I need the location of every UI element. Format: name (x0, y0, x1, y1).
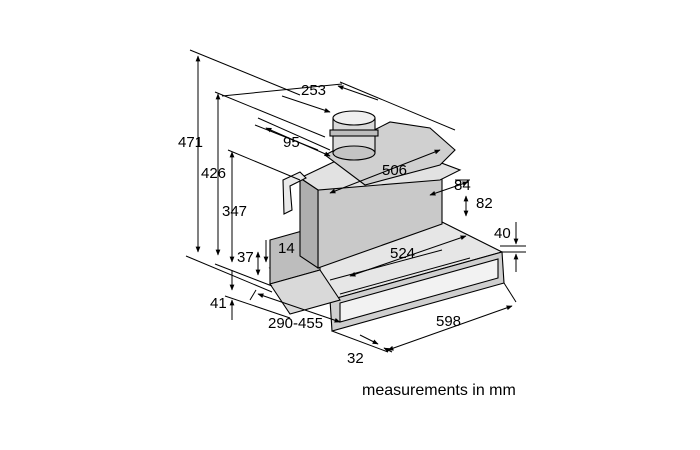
dim-598: 598 (436, 313, 461, 330)
dim-95: 95 (283, 134, 300, 151)
dimension-lines (185, 49, 526, 353)
dim-84: 84 (454, 177, 471, 194)
dim-524: 524 (390, 245, 415, 262)
hood-body (268, 110, 505, 332)
dim-253: 253 (301, 82, 326, 99)
dim-32: 32 (347, 350, 364, 367)
dim-82: 82 (476, 195, 493, 212)
units-caption: measurements in mm (362, 382, 516, 399)
dim-506: 506 (382, 162, 407, 179)
dim-37: 37 (237, 249, 254, 266)
dim-40: 40 (494, 225, 511, 242)
dimension-labels: 471 426 347 37 41 14 253 95 506 84 82 40… (178, 82, 511, 367)
mounting-bracket (282, 171, 307, 215)
exhaust-duct (329, 110, 379, 161)
dim-347: 347 (222, 203, 247, 220)
main-box-side (299, 176, 319, 270)
dim-290-455: 290-455 (268, 315, 323, 332)
dim-14: 14 (278, 240, 295, 257)
dim-426: 426 (201, 165, 226, 182)
dim-41: 41 (210, 295, 227, 312)
dim-471: 471 (178, 134, 203, 151)
